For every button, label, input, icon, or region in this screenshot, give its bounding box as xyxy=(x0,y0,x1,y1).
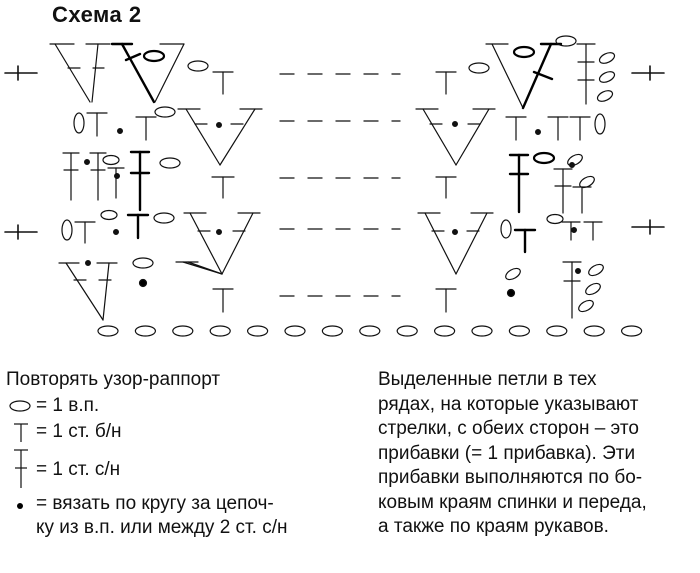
increase-note: Выделенные петли в тех рядах, на которые… xyxy=(378,368,696,540)
chain-oval xyxy=(620,325,643,337)
increase-arrow-right-1 xyxy=(631,65,665,81)
note-line-4: прибавки (= 1 прибавка). Эти xyxy=(378,442,636,464)
legend-text-chain: = 1 в.п. xyxy=(36,395,100,416)
dot-icon xyxy=(17,503,23,509)
row4-left-fan xyxy=(183,212,261,275)
legend-item-chain: = 1 в.п. xyxy=(6,394,351,418)
row4-left-dot xyxy=(112,229,119,236)
row3-right-dc-group xyxy=(553,153,595,214)
row2-left-sc2 xyxy=(135,106,176,141)
legend-heading: Повторять узор-раппорт xyxy=(6,369,221,390)
row5-left-dot xyxy=(138,278,148,288)
crochet-diagram xyxy=(4,35,665,337)
note-line-1: Выделенные петли в тех xyxy=(378,369,597,390)
row1-right-chain xyxy=(468,62,490,74)
legend-text-dot: = вязать по кругу за цепоч- ку из в.п. и… xyxy=(36,492,287,540)
row4-left-highlight-sc xyxy=(126,213,150,240)
note-line-6: ковым краям спинки и переда, xyxy=(378,491,647,513)
row1-left-chain-highlight xyxy=(142,49,166,63)
chain-oval xyxy=(396,325,418,337)
legend-text-dot-line-1: = вязать по кругу за цепоч- xyxy=(36,493,274,514)
legend-item-dc: = 1 ст. с/н xyxy=(6,446,351,492)
increase-arrow-left-1 xyxy=(4,65,38,81)
chain-oval xyxy=(583,325,605,337)
row3-left-group xyxy=(102,154,125,199)
row1-left-highlight xyxy=(110,42,156,104)
row1-right-chain2 xyxy=(555,35,577,47)
row2-right-sc-group xyxy=(505,113,606,141)
row5-left-chain xyxy=(132,257,154,269)
right-block xyxy=(415,35,616,319)
row1-right-chain-highlight xyxy=(512,45,536,59)
base-chain-row xyxy=(97,325,643,337)
double-crochet-icon xyxy=(14,449,28,488)
chain-oval xyxy=(284,325,306,337)
chain-oval xyxy=(134,325,156,337)
left-block xyxy=(49,42,263,321)
chain-oval xyxy=(546,325,568,337)
row3-right-highlight-dc xyxy=(508,151,556,214)
chain-oval xyxy=(471,325,493,337)
row1-left-sc xyxy=(212,71,234,95)
legend-text-dot-line-2: ку из в.п. или между 2 ст. с/н xyxy=(36,517,288,538)
chain-oval xyxy=(434,325,456,337)
row1-left-fan xyxy=(49,43,111,103)
row1-left-fan-right xyxy=(154,43,209,103)
increase-arrow-left-2 xyxy=(4,224,38,240)
row2-left-dot xyxy=(116,128,123,135)
increase-arrow-right-2 xyxy=(631,219,665,235)
row1-right-highlight xyxy=(521,42,563,110)
note-line-7: а также по краям рукавов. xyxy=(378,516,609,537)
row3-left-sc xyxy=(211,176,235,199)
chain-oval xyxy=(209,325,231,337)
row3-left-highlight-dc xyxy=(129,150,151,212)
chain-oval xyxy=(247,325,269,337)
row1-right-chains xyxy=(596,52,616,102)
legend-text-sc: = 1 ст. б/н xyxy=(36,421,122,442)
row2-left-fan xyxy=(177,108,263,166)
row5-left-sc xyxy=(212,288,234,313)
row5-left-fan xyxy=(58,260,118,321)
row4-left-sc xyxy=(74,221,96,244)
scheme-title: Схема 2 xyxy=(52,2,142,27)
legend-item-dot: = вязать по кругу за цепоч- ку из в.п. и… xyxy=(6,492,351,542)
row4-left-chain3 xyxy=(153,212,175,224)
note-line-2: рядах, на которые указывают xyxy=(378,393,639,415)
row3-left-dc-pair xyxy=(62,152,107,201)
row4-right-group xyxy=(500,213,603,254)
row1-right-dc xyxy=(576,43,596,105)
row4-right-fan xyxy=(417,212,494,275)
chain-oval xyxy=(321,325,343,337)
legend: Повторять узор-раппорт = 1 в.п. = 1 ст. … xyxy=(6,368,351,542)
repeat-dash-lines xyxy=(279,73,401,297)
row2-right-fan xyxy=(415,108,496,166)
row1-right-fan xyxy=(485,43,524,109)
chain-oval-icon xyxy=(9,400,31,412)
row5-right-sc xyxy=(435,288,457,313)
chain-oval xyxy=(508,325,531,337)
legend-item-sc: = 1 ст. б/н xyxy=(6,418,351,446)
row1-right-sc xyxy=(435,71,457,95)
note-line-5: прибавки выполняются по бо- xyxy=(378,467,643,488)
chain-oval xyxy=(359,325,381,337)
chain-oval xyxy=(97,325,119,337)
row3-right-sc xyxy=(435,176,457,199)
row2-left-chain xyxy=(73,112,85,134)
row4-left-chain xyxy=(61,219,73,241)
row5-left-fan2 xyxy=(175,261,223,275)
single-crochet-icon xyxy=(14,423,28,442)
note-line-3: стрелки, с обеих сторон – это xyxy=(378,418,639,439)
legend-text-dc: = 1 ст. с/н xyxy=(36,459,121,480)
row2-left-sc xyxy=(86,112,108,137)
row5-right-group xyxy=(505,261,604,319)
row3-left-chain xyxy=(159,157,181,169)
row4-left-chain2 xyxy=(100,209,118,221)
chain-oval xyxy=(172,325,194,337)
